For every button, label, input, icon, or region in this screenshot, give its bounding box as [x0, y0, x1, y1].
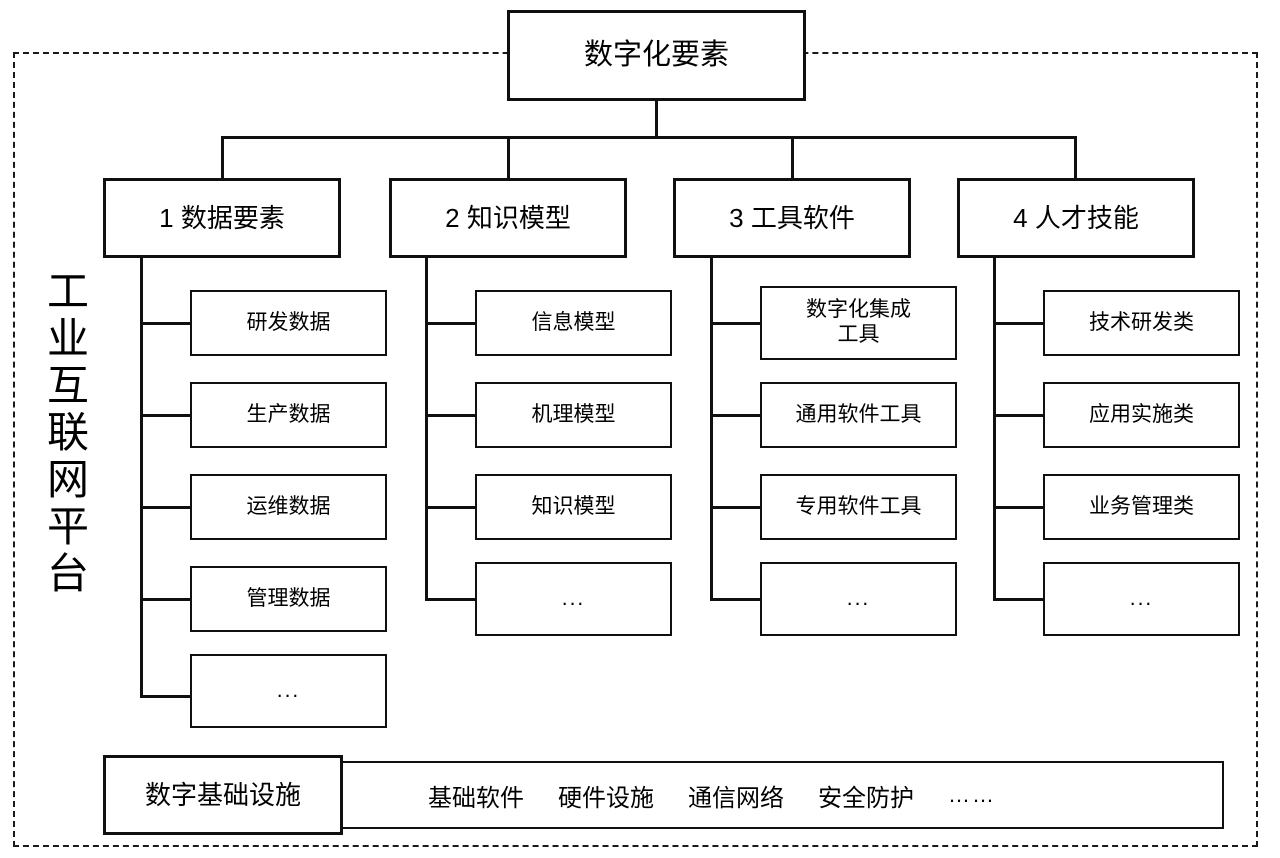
- category-spine-3: [710, 258, 713, 600]
- leaf-node-ellipsis[interactable]: ...: [1043, 562, 1240, 636]
- infra-item[interactable]: 基础软件: [428, 784, 524, 812]
- category-branch-3-4: [710, 598, 762, 601]
- leaf-node[interactable]: 业务管理类: [1043, 474, 1240, 540]
- platform-label-char: 工: [46, 268, 89, 315]
- leaf-node-label: 数字化集成 工具: [806, 298, 911, 346]
- category-header-talent-skills[interactable]: 4 人才技能: [957, 178, 1195, 258]
- digital-infrastructure-bar: 基础软件 硬件设施 通信网络 安全防护 ……: [200, 761, 1224, 829]
- infra-item-ellipsis: ……: [948, 782, 996, 807]
- leaf-node[interactable]: 信息模型: [475, 290, 672, 356]
- platform-label-char: 业: [46, 315, 89, 363]
- category-spine-4: [993, 258, 996, 600]
- category-branch-4-4: [993, 598, 1045, 601]
- leaf-node-label: 管理数据: [246, 586, 331, 610]
- root-node-label: 数字化要素: [583, 39, 729, 72]
- category-branch-2-2: [425, 414, 477, 417]
- leaf-node-label: 研发数据: [246, 310, 331, 334]
- leaf-node[interactable]: 专用软件工具: [760, 474, 957, 540]
- category-header-label: 4 人才技能: [1013, 202, 1139, 233]
- leaf-node-ellipsis[interactable]: ...: [760, 562, 957, 636]
- category-header-label: 3 工具软件: [729, 202, 855, 233]
- category-spine-2: [425, 258, 428, 600]
- leaf-node-label: 知识模型: [531, 494, 616, 518]
- leaf-node[interactable]: 技术研发类: [1043, 290, 1240, 356]
- category-header-label: 2 知识模型: [445, 202, 571, 233]
- root-bus-connector: [221, 136, 1076, 139]
- root-node-digital-elements[interactable]: 数字化要素: [507, 10, 806, 101]
- leaf-node-label: 信息模型: [531, 310, 616, 334]
- leaf-node-label: ...: [1129, 586, 1154, 610]
- leaf-node-label: 专用软件工具: [795, 494, 922, 518]
- platform-vertical-label: 工 业 互 联 网 平 台: [36, 268, 100, 597]
- leaf-node-label: 运维数据: [246, 494, 331, 518]
- category-header-data-elements[interactable]: 1 数据要素: [103, 178, 341, 258]
- infra-item[interactable]: 通信网络: [688, 784, 784, 812]
- category-branch-4-1: [993, 322, 1045, 325]
- platform-label-char: 互: [46, 362, 89, 410]
- infra-item[interactable]: 安全防护: [818, 784, 914, 812]
- leaf-node[interactable]: 运维数据: [190, 474, 387, 540]
- leaf-node-ellipsis[interactable]: ...: [190, 654, 387, 728]
- category-branch-1-4: [140, 598, 192, 601]
- category-spine-1: [140, 258, 143, 698]
- platform-label-char: 联: [46, 409, 89, 457]
- category-branch-4-2: [993, 414, 1045, 417]
- category-header-tool-software[interactable]: 3 工具软件: [673, 178, 911, 258]
- leaf-node[interactable]: 应用实施类: [1043, 382, 1240, 448]
- platform-label-char: 网: [46, 456, 89, 504]
- category-branch-4-3: [993, 506, 1045, 509]
- leaf-node-label: 通用软件工具: [795, 402, 922, 426]
- category-drop-connector-4: [1074, 136, 1077, 179]
- category-header-label: 1 数据要素: [159, 202, 285, 233]
- infra-item[interactable]: 硬件设施: [558, 784, 654, 812]
- category-branch-3-2: [710, 414, 762, 417]
- category-branch-2-3: [425, 506, 477, 509]
- digital-infrastructure-label: 数字基础设施: [144, 779, 301, 810]
- leaf-node[interactable]: 通用软件工具: [760, 382, 957, 448]
- category-drop-connector-2: [507, 136, 510, 179]
- category-branch-3-3: [710, 506, 762, 509]
- leaf-node-label: ...: [276, 678, 301, 702]
- leaf-node[interactable]: 机理模型: [475, 382, 672, 448]
- category-branch-1-3: [140, 506, 192, 509]
- category-branch-3-1: [710, 322, 762, 325]
- leaf-node-label: 应用实施类: [1089, 402, 1194, 426]
- leaf-node[interactable]: 数字化集成 工具: [760, 286, 957, 360]
- platform-label-char: 台: [46, 550, 89, 598]
- leaf-node[interactable]: 研发数据: [190, 290, 387, 356]
- category-drop-connector-3: [791, 136, 794, 179]
- leaf-node-ellipsis[interactable]: ...: [475, 562, 672, 636]
- category-branch-2-1: [425, 322, 477, 325]
- leaf-node[interactable]: 生产数据: [190, 382, 387, 448]
- category-branch-2-4: [425, 598, 477, 601]
- leaf-node-label: 业务管理类: [1089, 494, 1194, 518]
- digital-infrastructure-label-box[interactable]: 数字基础设施: [103, 755, 343, 835]
- leaf-node-label: ...: [846, 586, 871, 610]
- category-header-knowledge-models[interactable]: 2 知识模型: [389, 178, 627, 258]
- leaf-node[interactable]: 知识模型: [475, 474, 672, 540]
- category-branch-1-2: [140, 414, 192, 417]
- leaf-node[interactable]: 管理数据: [190, 566, 387, 632]
- leaf-node-label: 机理模型: [531, 402, 616, 426]
- leaf-node-label: 技术研发类: [1089, 310, 1194, 334]
- category-branch-1-1: [140, 322, 192, 325]
- leaf-node-label: 生产数据: [246, 402, 331, 426]
- category-branch-1-5: [140, 695, 192, 698]
- leaf-node-label: ...: [561, 586, 586, 610]
- root-stem-connector: [655, 100, 658, 138]
- category-drop-connector-1: [221, 136, 224, 179]
- platform-label-char: 平: [46, 503, 89, 551]
